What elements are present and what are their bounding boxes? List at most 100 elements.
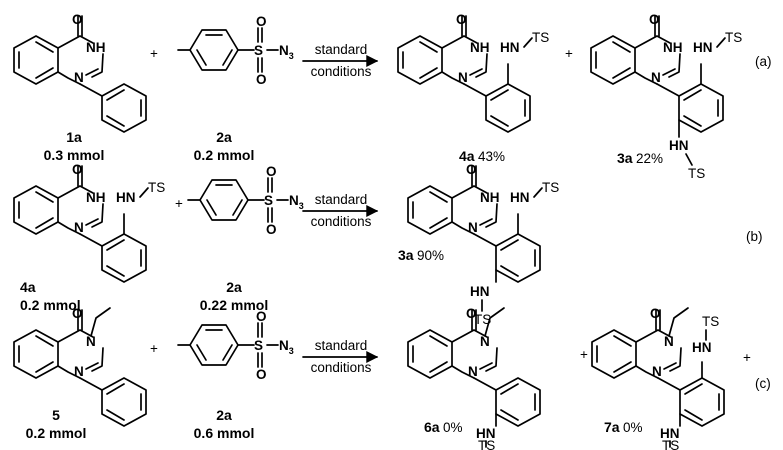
compound-1a-label: 1a xyxy=(66,129,82,145)
compound-2a-structure: S O O N3 xyxy=(177,309,294,382)
svg-text:standard: standard xyxy=(315,338,368,353)
oxygen-label: O xyxy=(256,72,267,87)
row-tag: (b) xyxy=(746,229,763,244)
svg-text:+: + xyxy=(580,347,588,362)
svg-text:HN: HN xyxy=(510,190,530,205)
svg-text:HN: HN xyxy=(669,138,689,153)
svg-text:N: N xyxy=(480,334,490,349)
svg-text:N: N xyxy=(74,220,84,235)
plus-sign: + xyxy=(150,46,158,61)
svg-text:N: N xyxy=(651,70,661,85)
compound-2a-label: 2a xyxy=(226,279,242,295)
svg-text:O: O xyxy=(72,162,83,177)
svg-text:O: O xyxy=(266,222,277,237)
compound-2a-amount: 0.2 mmol xyxy=(194,147,255,163)
arrow-bottom-label: conditions xyxy=(311,64,372,79)
n-label: N xyxy=(74,70,84,85)
svg-text:conditions: conditions xyxy=(311,214,372,229)
compound-5-label: 5 xyxy=(52,407,60,423)
oxygen-label: O xyxy=(256,14,267,29)
compound-7a-structure: O N N HN TS HN xyxy=(591,306,725,448)
svg-text:N: N xyxy=(74,364,84,379)
svg-text:N: N xyxy=(664,334,674,349)
compound-2a-label: 2a xyxy=(216,407,232,423)
compound-2a-structure: S O O N3 xyxy=(177,14,294,87)
svg-text:N3: N3 xyxy=(289,193,304,211)
svg-text:TS: TS xyxy=(148,180,165,195)
svg-text:TS: TS xyxy=(478,438,495,450)
svg-text:O: O xyxy=(649,12,660,27)
svg-text:HN: HN xyxy=(693,40,713,55)
row-c: O N N 5 0.2 mmol + S O O N3 2a 0.6 mmol … xyxy=(13,306,771,450)
svg-text:NH: NH xyxy=(470,40,490,55)
svg-text:TS: TS xyxy=(702,314,719,329)
svg-text:NH: NH xyxy=(86,190,106,205)
compound-1a-structure: O NH N xyxy=(13,12,147,133)
svg-text:O: O xyxy=(466,306,477,321)
svg-text:N3: N3 xyxy=(279,338,294,356)
compound-4a-amount: 0.2 mmol xyxy=(20,297,81,313)
compound-4a-structure: O NH N HN TS xyxy=(397,12,549,133)
svg-text:N: N xyxy=(86,334,96,349)
svg-text:TS: TS xyxy=(662,438,679,450)
svg-text:O: O xyxy=(266,164,277,179)
azide-label: N3 xyxy=(279,43,294,61)
compound-6a-yield: 0% xyxy=(443,420,463,435)
arrow-top-label: standard xyxy=(315,42,368,57)
compound-1a-amount: 0.3 mmol xyxy=(44,147,105,163)
compound-3a-label: 3a xyxy=(398,247,414,263)
compound-5-structure: O N N xyxy=(13,306,147,427)
svg-text:conditions: conditions xyxy=(311,360,372,375)
svg-text:O: O xyxy=(72,306,83,321)
reaction-arrow: standard conditions xyxy=(302,42,379,79)
compound-2a-amount: 0.22 mmol xyxy=(200,297,268,313)
svg-text:HN: HN xyxy=(476,426,496,441)
compound-3a-structure: O NH N HN TS HN TS xyxy=(407,162,559,327)
svg-text:HN: HN xyxy=(692,340,712,355)
compound-2a-label: 2a xyxy=(216,129,232,145)
sulfur-label: S xyxy=(254,43,263,58)
svg-text:TS: TS xyxy=(725,30,742,45)
svg-text:N: N xyxy=(468,220,478,235)
compound-4a-label: 4a xyxy=(459,148,475,164)
svg-text:+: + xyxy=(175,196,183,211)
svg-text:standard: standard xyxy=(315,192,368,207)
svg-text:+: + xyxy=(743,350,751,365)
svg-text:N: N xyxy=(468,364,478,379)
compound-7a-label: 7a xyxy=(604,419,620,435)
svg-text:N: N xyxy=(652,364,662,379)
svg-text:HN: HN xyxy=(470,284,490,299)
oxygen-label: O xyxy=(72,12,83,27)
compound-4a-label: 4a xyxy=(20,279,36,295)
compound-4a-structure: O NH N HN TS xyxy=(13,162,165,283)
svg-text:+: + xyxy=(150,341,158,356)
svg-text:TS: TS xyxy=(532,30,549,45)
compound-7a-yield: 0% xyxy=(623,420,643,435)
svg-text:HN: HN xyxy=(116,190,136,205)
svg-text:+: + xyxy=(565,46,573,61)
svg-text:O: O xyxy=(456,12,467,27)
row-a: O NH N 1a 0.3 mmol + S O O N3 2a 0.2 mmo… xyxy=(13,12,772,181)
svg-text:HN: HN xyxy=(500,40,520,55)
svg-text:HN: HN xyxy=(660,426,680,441)
compound-3a-yield: 22% xyxy=(636,151,663,166)
compound-6a-structure: O N N HN xyxy=(407,306,541,448)
svg-text:O: O xyxy=(650,306,661,321)
svg-text:N: N xyxy=(458,70,468,85)
row-b: O NH N HN TS 4a 0.2 mmol + S O O N3 2a 0… xyxy=(13,162,763,327)
svg-text:O: O xyxy=(256,309,267,324)
nh-label: NH xyxy=(86,40,106,55)
row-tag: (a) xyxy=(755,54,772,69)
compound-3a-yield: 90% xyxy=(417,248,444,263)
svg-text:TS: TS xyxy=(474,312,491,327)
svg-text:S: S xyxy=(264,193,273,208)
svg-text:NH: NH xyxy=(480,190,500,205)
reaction-arrow: standard conditions xyxy=(302,192,379,229)
compound-3a-structure: O NH N HN TS HN TS xyxy=(590,12,742,181)
row-tag: (c) xyxy=(755,376,771,391)
compound-3a-label: 3a xyxy=(617,150,633,166)
svg-text:O: O xyxy=(256,367,267,382)
compound-4a-yield: 43% xyxy=(478,149,505,164)
svg-text:TS: TS xyxy=(542,180,559,195)
